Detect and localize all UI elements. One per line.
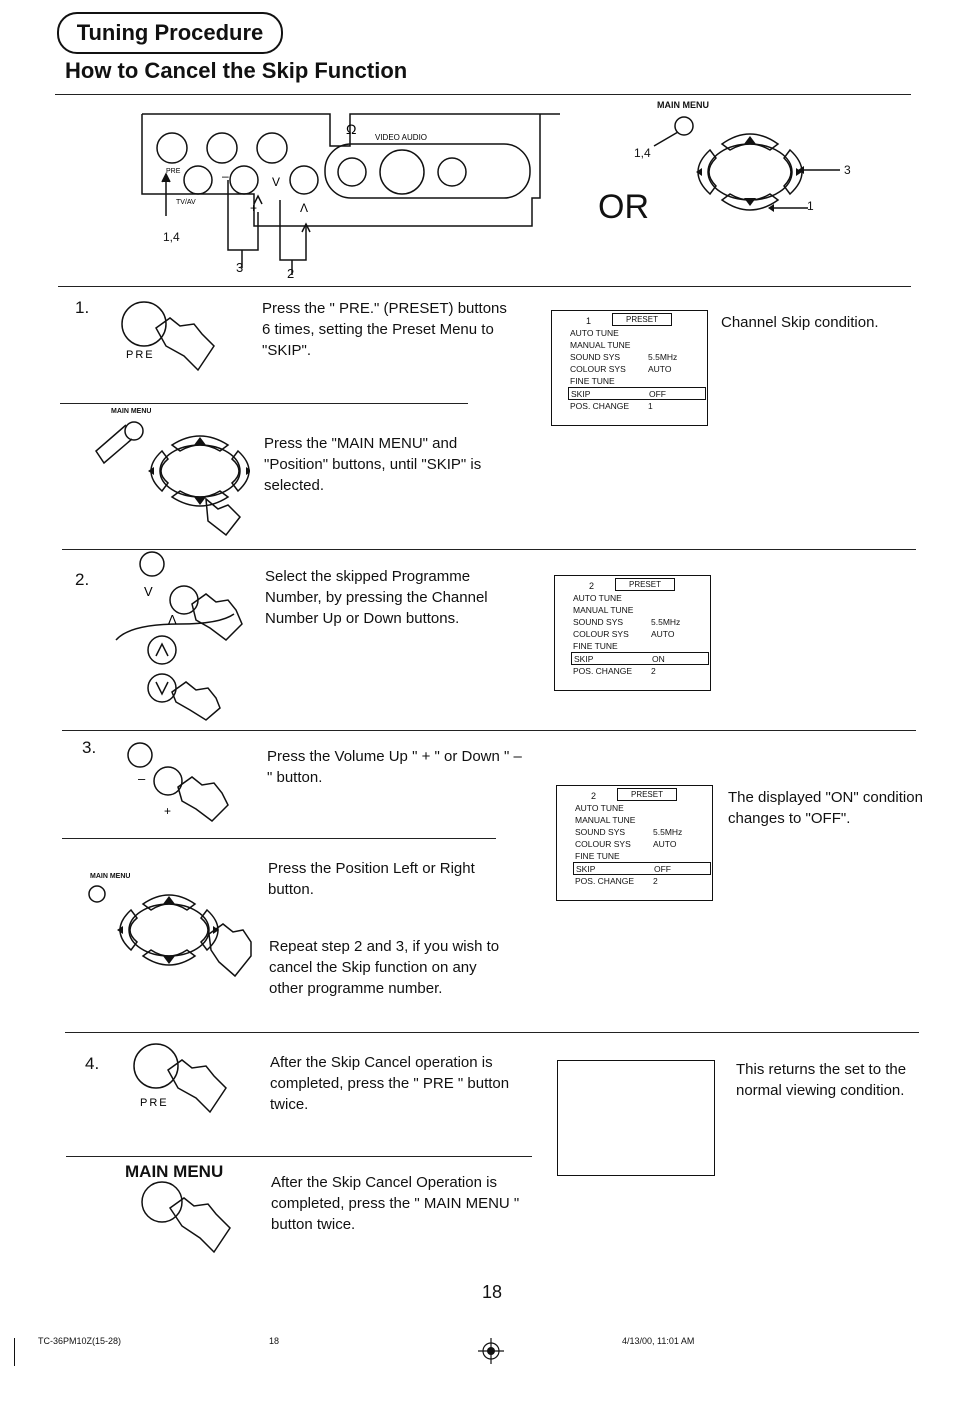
svg-text:VIDEO AUDIO: VIDEO AUDIO — [375, 133, 427, 142]
svg-text:PRE: PRE — [140, 1097, 169, 1109]
divider — [58, 286, 911, 287]
section-pill: Tuning Procedure — [57, 12, 283, 54]
preset-tag: PRESET — [617, 788, 677, 801]
label-1-4: 1,4 — [163, 230, 180, 244]
divider — [62, 838, 496, 839]
footer-date: 4/13/00, 11:01 AM — [622, 1336, 695, 1346]
pre-label: PRE — [166, 168, 181, 175]
footer-page: 18 — [269, 1336, 280, 1346]
remote-position-icon — [95, 421, 250, 537]
registration-mark-icon — [478, 1338, 504, 1364]
divider — [62, 549, 916, 550]
step-2-text: Select the skipped Programme Number, by … — [265, 568, 488, 627]
step-4-text-b: After the Skip Cancel Operation is compl… — [271, 1174, 520, 1233]
volume-buttons-icon: – + — [127, 742, 229, 822]
label-1-remote: 1 — [807, 199, 814, 213]
preset-tag: PRESET — [615, 578, 675, 591]
blank-screen — [557, 1060, 715, 1176]
page-number: 18 — [482, 1282, 503, 1302]
or-label: OR — [598, 188, 649, 226]
main-menu-small-label: MAIN MENU — [111, 408, 152, 415]
remote-position-icon — [88, 885, 252, 978]
step-1-number: 1. — [75, 298, 90, 317]
label-2: 2 — [287, 266, 295, 281]
label-3: 3 — [236, 260, 244, 275]
svg-text:–: – — [138, 771, 146, 786]
svg-text:–: – — [222, 169, 229, 183]
step-2-number: 2. — [75, 570, 90, 589]
label-1-4-remote: 1,4 — [634, 146, 651, 160]
step-3-text-b: Press the Position Left or Right button. — [268, 860, 475, 898]
svg-text:PRE: PRE — [126, 349, 155, 361]
svg-text:Ω: Ω — [346, 121, 356, 137]
remote-diagram — [653, 116, 840, 212]
channel-buttons-icon: V Λ — [115, 551, 243, 721]
tvav-label: TV/AV — [176, 199, 196, 206]
preset-tag: PRESET — [612, 313, 672, 326]
step-1-note: Channel Skip condition. — [721, 314, 879, 331]
svg-text:+: + — [164, 804, 171, 818]
step-3-number: 3. — [82, 738, 97, 757]
control-panel-diagram: PRE TV/AV + – V Λ VIDEO AUDIO Ω — [141, 113, 560, 275]
page-title: How to Cancel the Skip Function — [65, 58, 408, 83]
svg-text:V: V — [144, 584, 153, 599]
divider — [60, 403, 468, 404]
divider — [66, 1156, 532, 1157]
main-menu-label: MAIN MENU — [125, 1162, 224, 1181]
svg-text:Λ: Λ — [300, 201, 308, 215]
divider — [62, 730, 916, 731]
divider — [65, 1032, 919, 1033]
main-menu-label: MAIN MENU — [657, 100, 709, 110]
label-3-remote: 3 — [844, 163, 851, 177]
step-4-number: 4. — [85, 1054, 100, 1073]
step-3-text-a: Press the Volume Up " + " or Down " – " … — [267, 748, 522, 786]
step-3-note: The displayed "ON" condition changes to … — [728, 789, 923, 827]
step-3-text-c: Repeat step 2 and 3, if you wish to canc… — [269, 938, 500, 997]
step-1-text-a: Press the " PRE." (PRESET) buttons 6 tim… — [262, 300, 507, 359]
svg-text:V: V — [272, 175, 280, 189]
crop-mark — [14, 1338, 15, 1366]
footer-code: TC-36PM10Z(15-28) — [38, 1336, 122, 1346]
step-4-text-a: After the Skip Cancel operation is compl… — [270, 1054, 510, 1113]
svg-text:Λ: Λ — [168, 612, 177, 627]
main-menu-button-icon — [141, 1181, 231, 1254]
step-4-note: This returns the set to the normal viewi… — [736, 1061, 907, 1099]
divider — [55, 94, 911, 95]
svg-text:+: + — [250, 201, 257, 215]
step-1-text-b: Press the "MAIN MENU" and "Position" but… — [264, 435, 482, 494]
pre-button-icon: PRE — [133, 1043, 227, 1114]
pre-button-icon: PRE — [121, 301, 215, 372]
main-menu-small-label: MAIN MENU — [90, 873, 131, 880]
